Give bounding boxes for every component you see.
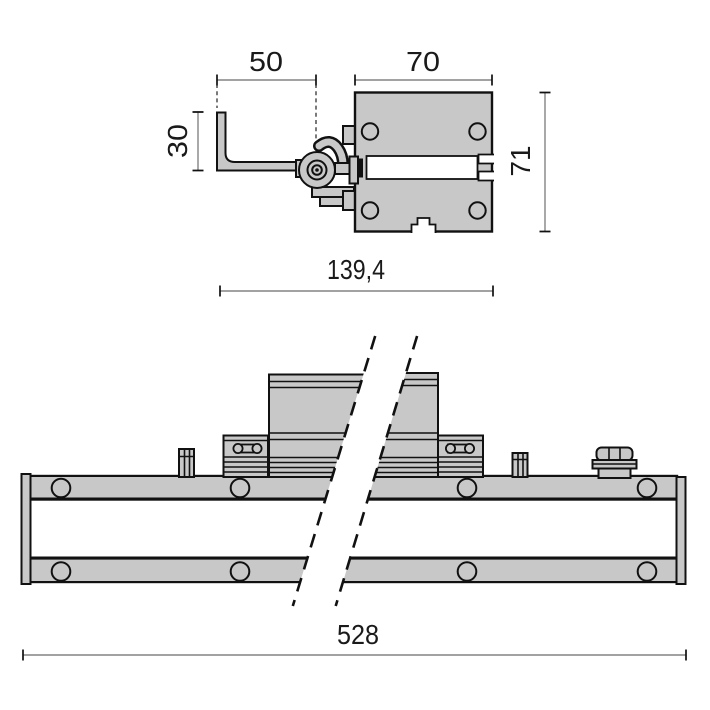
screw-head bbox=[456, 477, 478, 499]
gland-cap-detail bbox=[608, 448, 621, 460]
dim-bracket-height: 30 bbox=[162, 111, 204, 172]
screw-head bbox=[456, 561, 478, 582]
pin-gap bbox=[358, 158, 363, 178]
clamp-ribs bbox=[438, 439, 483, 473]
dim-ticks bbox=[219, 285, 494, 297]
end-cap-right bbox=[675, 476, 687, 585]
dim-ticks bbox=[22, 649, 687, 661]
screw-hole bbox=[468, 201, 487, 220]
pivot-center-dot bbox=[315, 168, 319, 172]
screw-head bbox=[50, 477, 72, 499]
dim-overall-length: 528 bbox=[22, 619, 687, 661]
luminaire-body-end bbox=[348, 91, 494, 233]
swivel-joint bbox=[295, 125, 356, 211]
dim-ticks bbox=[192, 111, 204, 172]
gland-cap bbox=[595, 446, 634, 462]
clamp-screw bbox=[444, 442, 456, 454]
break-lines bbox=[291, 335, 419, 607]
gland-neck bbox=[597, 467, 632, 479]
side-slot bbox=[365, 155, 479, 180]
stud-body bbox=[178, 448, 195, 478]
break-line bbox=[334, 335, 419, 607]
bottom-rail-edge bbox=[30, 556, 677, 560]
screw-hole bbox=[468, 122, 487, 141]
stud-detail bbox=[179, 450, 194, 476]
fixing-stud-right bbox=[511, 452, 529, 478]
dim-end-view-overall-label: 139,4 bbox=[327, 254, 385, 285]
dim-body-width-label: 70 bbox=[406, 46, 440, 77]
stem-ribs bbox=[269, 380, 369, 474]
end-view: 50 70 30 bbox=[162, 46, 551, 297]
slot-end-notch bbox=[477, 153, 494, 165]
dim-overall-length-label: 528 bbox=[337, 619, 379, 650]
slot-end-notch bbox=[477, 170, 494, 182]
hook-arm bbox=[315, 138, 347, 169]
screw-hole bbox=[360, 201, 380, 220]
pin-t-head bbox=[348, 155, 359, 185]
extension-lines bbox=[216, 84, 317, 141]
screw-head bbox=[636, 477, 658, 499]
break-mask bbox=[292, 336, 418, 606]
mounting-bracket-profile bbox=[216, 111, 307, 172]
stud-body bbox=[511, 452, 529, 478]
screw-head bbox=[229, 477, 251, 499]
dim-ticks bbox=[216, 74, 317, 86]
clamp-screw bbox=[463, 442, 475, 454]
break-line bbox=[291, 335, 377, 607]
cable-gland bbox=[591, 446, 638, 479]
dim-body-height-label: 71 bbox=[505, 146, 536, 177]
dim-end-view-overall: 139,4 bbox=[219, 254, 494, 297]
side-view: 528 bbox=[20, 335, 687, 661]
end-cap-left bbox=[20, 473, 32, 585]
body-tab bbox=[342, 125, 356, 145]
dim-ticks bbox=[539, 91, 551, 233]
screw-head bbox=[50, 561, 72, 582]
dim-bracket-height-label: 30 bbox=[162, 124, 193, 158]
clamp-screw bbox=[232, 442, 244, 454]
fixing-stud-left bbox=[178, 448, 195, 478]
screw-head bbox=[636, 561, 658, 582]
screw-hole bbox=[360, 122, 380, 141]
dim-bracket-offset-label: 50 bbox=[249, 46, 283, 77]
clamp-ribs bbox=[223, 439, 268, 473]
screw-head bbox=[229, 561, 251, 582]
body-tab bbox=[342, 190, 356, 211]
dim-bracket-offset: 50 bbox=[216, 46, 317, 141]
stem-ribs bbox=[370, 378, 438, 474]
clamp-screw bbox=[251, 442, 263, 454]
bottom-rail bbox=[31, 560, 676, 581]
dim-body-height: 71 bbox=[505, 91, 551, 233]
stud-detail bbox=[512, 454, 528, 476]
dim-ticks bbox=[354, 74, 493, 86]
bottom-keyway bbox=[410, 217, 437, 233]
dim-body-width: 70 bbox=[354, 46, 493, 86]
